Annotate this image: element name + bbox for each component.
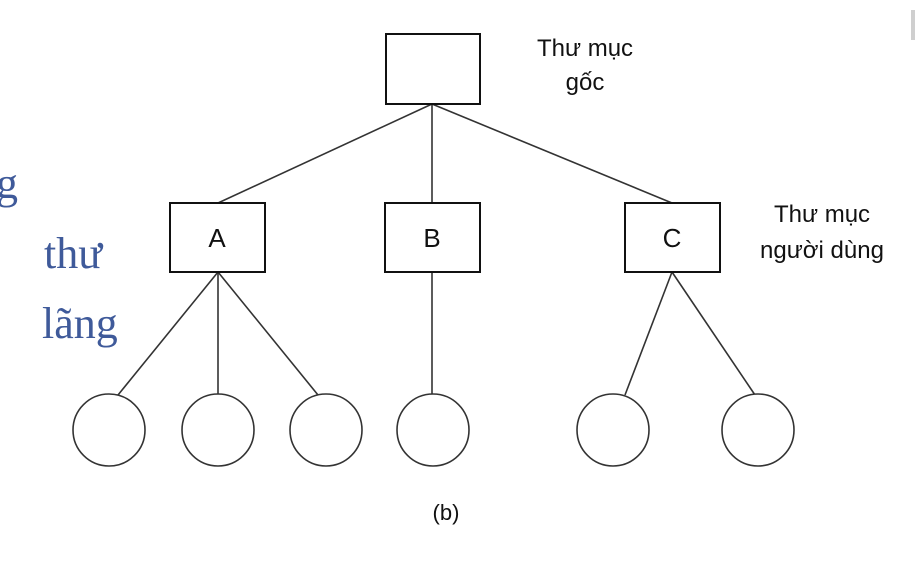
figure-caption: (b) <box>433 500 460 525</box>
file-node-b-1 <box>396 393 470 467</box>
user-directory-box-c <box>624 202 721 273</box>
file-node-a-2 <box>181 393 255 467</box>
user-level-note-line-2: người dùng <box>760 237 884 264</box>
user-directory-label-b: B <box>423 223 440 253</box>
user-directory-box-a <box>169 202 266 273</box>
edge-root-c <box>431 103 673 204</box>
edge-a-leaf-1 <box>117 271 219 396</box>
user-level-note-line-1: Thư mục <box>774 201 870 228</box>
user-directory-box-b <box>384 202 481 273</box>
background-text-fragment-1: g <box>0 159 18 208</box>
edge-c-leaf-2 <box>671 271 756 396</box>
background-text-fragment-3: lãng <box>42 299 118 348</box>
file-node-a-1 <box>72 393 146 467</box>
user-directory-label-a: A <box>208 223 226 253</box>
root-note-line-2: gốc <box>566 69 605 96</box>
root-note-line-1: Thư mục <box>537 35 633 62</box>
edge-root-a <box>217 103 433 204</box>
user-directory-label-c: C <box>663 223 682 253</box>
file-node-a-3 <box>289 393 363 467</box>
edge-a-leaf-3 <box>217 271 319 396</box>
edge-c-leaf-1 <box>624 271 673 396</box>
background-text-fragment-2: thư <box>44 229 103 278</box>
file-node-c-2 <box>721 393 795 467</box>
slide-edge-marker <box>911 10 915 40</box>
root-directory-box <box>385 33 481 105</box>
file-node-c-1 <box>576 393 650 467</box>
